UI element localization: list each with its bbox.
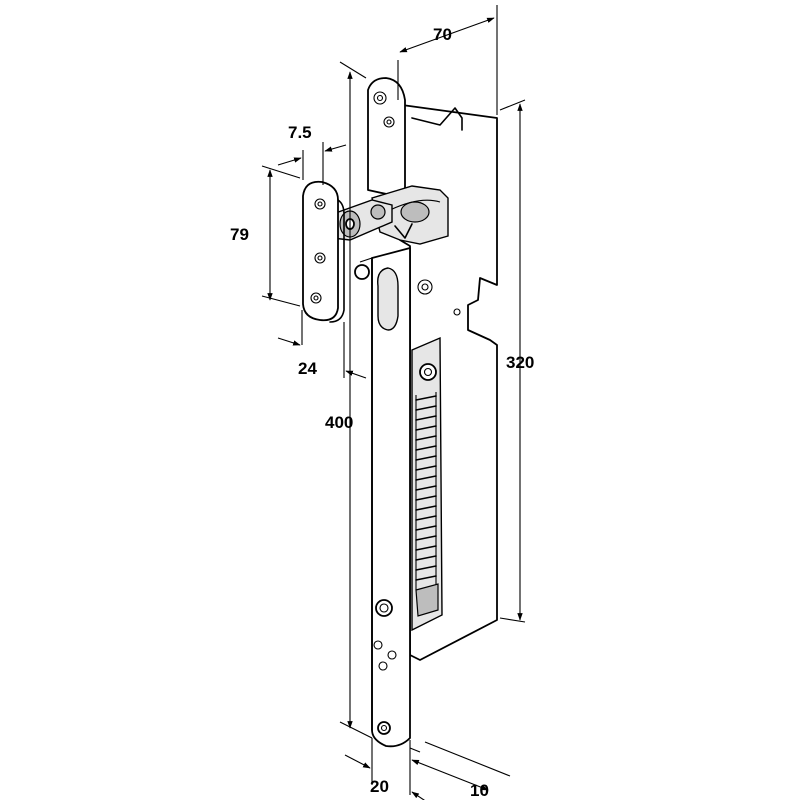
plate-hole [314, 252, 326, 264]
dimension-label-320: 320 [506, 353, 534, 372]
lower-hole [375, 599, 393, 617]
dimension-label-7-5: 7.5 [288, 123, 312, 142]
connecting-arm [329, 199, 393, 241]
front-hole [417, 279, 433, 295]
mounting-plate [302, 180, 339, 322]
dimension-label-70: 70 [433, 25, 452, 44]
bottom-hole [377, 721, 391, 735]
front-bar [371, 247, 411, 748]
coil-spring [415, 392, 437, 590]
bracket-mechanism [354, 77, 498, 748]
dimension-label-20: 20 [370, 777, 389, 796]
tab-hole [383, 116, 395, 128]
spring-anchor-hole [419, 363, 437, 381]
dimension-label-10: 10 [470, 781, 489, 800]
dimension-label-400: 400 [325, 413, 353, 432]
upper-tab [367, 77, 406, 199]
front-slot [377, 267, 399, 331]
dimension-lines [261, 5, 526, 800]
lower-hole [373, 640, 383, 650]
tab-hole [373, 91, 387, 105]
dimension-label-24: 24 [298, 359, 317, 378]
plate-hole [310, 292, 322, 304]
dimension-label-79: 79 [230, 225, 249, 244]
pivot-pin [354, 264, 370, 280]
plate-hole [314, 198, 326, 210]
